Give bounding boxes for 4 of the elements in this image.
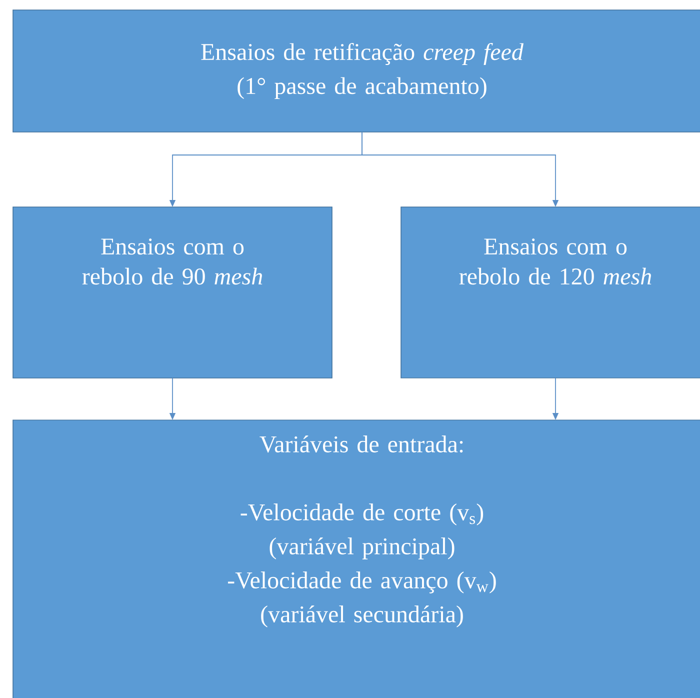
process-box: Ensaios de retificação creep feed (1° passe de acabamento) [12,10,700,132]
process-box: Ensaios com o rebolo de 120 mesh [400,206,700,378]
process-box: Variáveis de entrada: -Velocidade de corte (v$_{s}$) (variável principal) -Velocidade de avanço (v$_{w}$) (variável secundária) [12,420,700,698]
process-box: Ensaios com o rebolo de 90 mesh [12,206,332,378]
